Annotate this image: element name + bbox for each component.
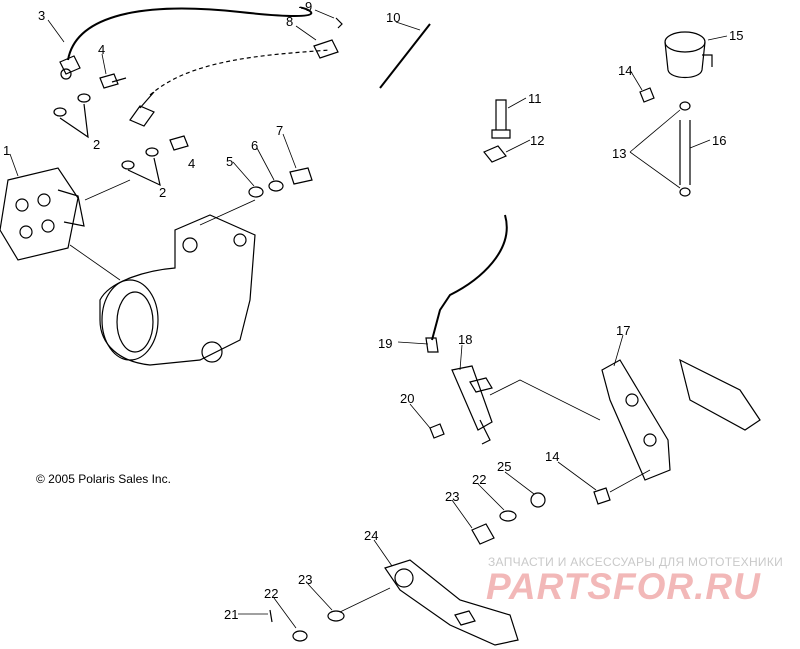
clip-8	[313, 39, 339, 59]
pin-21	[269, 609, 273, 623]
fitting-19	[425, 337, 439, 353]
brake-line-dashed	[149, 49, 331, 96]
hose-16	[679, 120, 691, 185]
screw-20	[429, 423, 445, 439]
screw-9	[335, 17, 343, 29]
washer-22	[499, 510, 517, 522]
watermark-logo: PARTSFOR.RU	[486, 566, 761, 607]
brake-pedal-24	[384, 559, 519, 646]
clamp-13a	[679, 101, 691, 111]
callout-4a: 4	[98, 42, 105, 57]
leader-14b	[609, 469, 651, 493]
leader-1b	[69, 244, 121, 281]
callout-23a: 23	[445, 489, 459, 504]
washer-2a	[53, 107, 67, 117]
leader-2a	[59, 103, 89, 139]
callout-16: 16	[712, 133, 726, 148]
bushing-23	[471, 523, 495, 545]
bracket-17	[601, 358, 761, 481]
leader-13	[629, 109, 681, 189]
leader-24	[339, 587, 391, 613]
bolt-11	[491, 99, 511, 139]
leader-1	[84, 179, 131, 201]
callout-8: 8	[286, 14, 293, 29]
bolt-4b	[169, 135, 189, 151]
reservoir-15	[664, 31, 713, 79]
callout-11: 11	[528, 91, 542, 106]
callout-12: 12	[530, 133, 544, 148]
cable-tie-10	[379, 23, 431, 89]
callout-3: 3	[38, 8, 45, 23]
callout-6: 6	[251, 138, 258, 153]
callout-15: 15	[729, 28, 743, 43]
callout-5: 5	[226, 154, 233, 169]
callout-24: 24	[364, 528, 378, 543]
brake-line-3	[67, 6, 313, 61]
clip-12	[483, 145, 507, 163]
caliper-1	[0, 167, 85, 261]
banjo-fitting	[129, 91, 155, 127]
screw-14a	[639, 87, 655, 103]
clamp-13b	[679, 187, 691, 197]
washer-22b	[292, 630, 308, 642]
callout-23b: 23	[298, 572, 312, 587]
bushing-23b	[327, 610, 345, 622]
bolt-4a	[99, 73, 127, 89]
callout-7: 7	[276, 123, 283, 138]
leader-18	[489, 379, 601, 421]
callout-13: 13	[612, 146, 626, 161]
washer-2d	[145, 147, 159, 157]
callout-14a: 14	[618, 63, 632, 78]
callout-14b: 14	[545, 449, 559, 464]
callout-10: 10	[386, 10, 400, 25]
callout-21: 21	[224, 607, 238, 622]
knuckle-bracket	[99, 214, 256, 366]
bolt-7	[289, 167, 313, 185]
callout-1: 1	[3, 143, 10, 158]
leader-bracket	[199, 199, 256, 226]
washer-2b	[77, 93, 91, 103]
fitting-3-end	[60, 68, 72, 80]
callout-17: 17	[616, 323, 630, 338]
watermark-tagline: ЗАПЧАСТИ И АКСЕССУАРЫ ДЛЯ МОТОТЕХНИКИ	[488, 555, 784, 569]
washer-2c	[121, 160, 135, 170]
copyright-notice: © 2005 Polaris Sales Inc.	[36, 472, 171, 486]
callout-25: 25	[497, 459, 511, 474]
leader-2b	[127, 157, 161, 187]
callout-9: 9	[305, 0, 312, 14]
master-cylinder-18	[451, 365, 493, 445]
callout-2b: 2	[159, 185, 166, 200]
washer-5	[248, 186, 264, 198]
callout-18: 18	[458, 332, 472, 347]
brake-line-19	[431, 214, 508, 341]
callout-22b: 22	[264, 586, 278, 601]
screw-14b	[593, 487, 611, 505]
callout-22a: 22	[472, 472, 486, 487]
washer-6	[268, 180, 284, 192]
callout-20: 20	[400, 391, 414, 406]
callout-2a: 2	[93, 137, 100, 152]
clip-25	[530, 492, 546, 508]
callout-19: 19	[378, 336, 392, 351]
callout-4b: 4	[188, 156, 195, 171]
